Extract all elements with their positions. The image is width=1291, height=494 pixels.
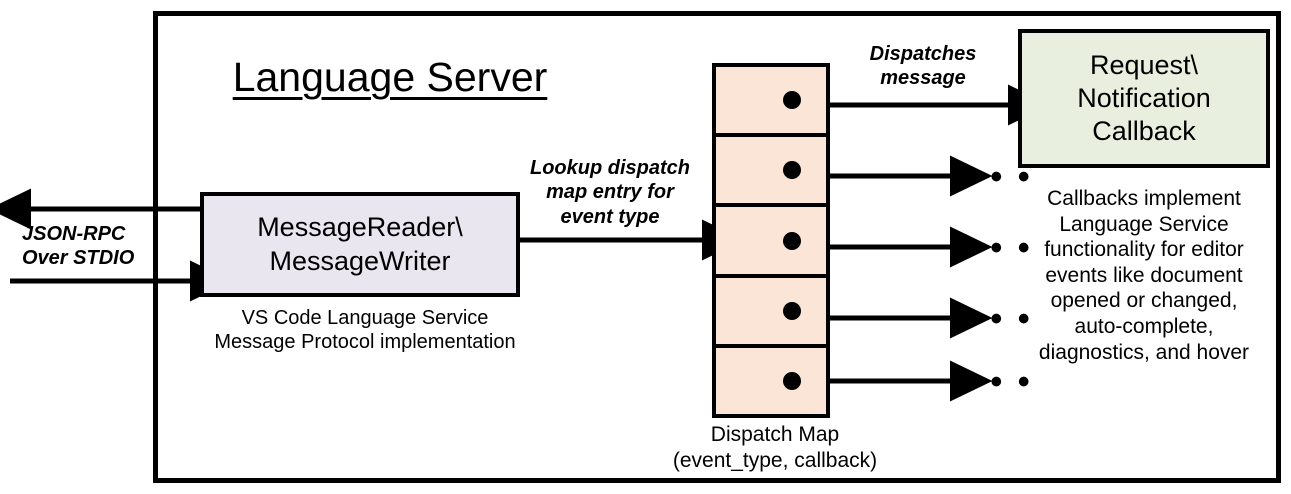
- language-server-boundary: [153, 11, 1281, 483]
- message-reader-writer-box[interactable]: MessageReader\ MessageWriter: [200, 192, 520, 297]
- edge-label-dispatches-message: Dispatches message: [869, 43, 977, 90]
- dispatch-map-caption: Dispatch Map (event_type, callback): [672, 423, 878, 472]
- ellipsis-marker-row-4: • • •: [963, 300, 1033, 338]
- dispatch-map-row[interactable]: [716, 67, 826, 138]
- edge-label-lookup-dispatch: Lookup dispatch map entry for event type: [530, 157, 690, 228]
- dispatch-map-row[interactable]: [716, 278, 826, 348]
- message-reader-writer-label: MessageReader\ MessageWriter: [257, 211, 463, 276]
- callback-pointer-dot-icon: [783, 371, 801, 390]
- callback-pointer-dot-icon: [783, 161, 801, 180]
- callback-pointer-dot-icon: [783, 231, 801, 250]
- request-notification-callback-caption: Callbacks implement Language Service fun…: [1038, 187, 1250, 364]
- callback-pointer-dot-icon: [783, 91, 801, 110]
- dispatch-map-row[interactable]: [716, 207, 826, 278]
- request-notification-callback-label: Request\ Notification Callback: [1077, 50, 1211, 146]
- ellipsis-marker-row-3: • • •: [963, 229, 1033, 267]
- dispatch-map-row[interactable]: [716, 137, 826, 208]
- dispatch-map-row[interactable]: [716, 348, 826, 414]
- request-notification-callback-box[interactable]: Request\ Notification Callback: [1018, 29, 1270, 168]
- page-title: Language Server: [232, 54, 548, 100]
- callback-pointer-dot-icon: [783, 301, 801, 320]
- ellipsis-marker-row-5: • • •: [963, 363, 1033, 401]
- dispatch-map-table[interactable]: [712, 63, 830, 418]
- edge-label-json-rpc: JSON-RPC Over STDIO: [22, 223, 135, 270]
- message-reader-writer-caption: VS Code Language Service Message Protoco…: [214, 307, 516, 354]
